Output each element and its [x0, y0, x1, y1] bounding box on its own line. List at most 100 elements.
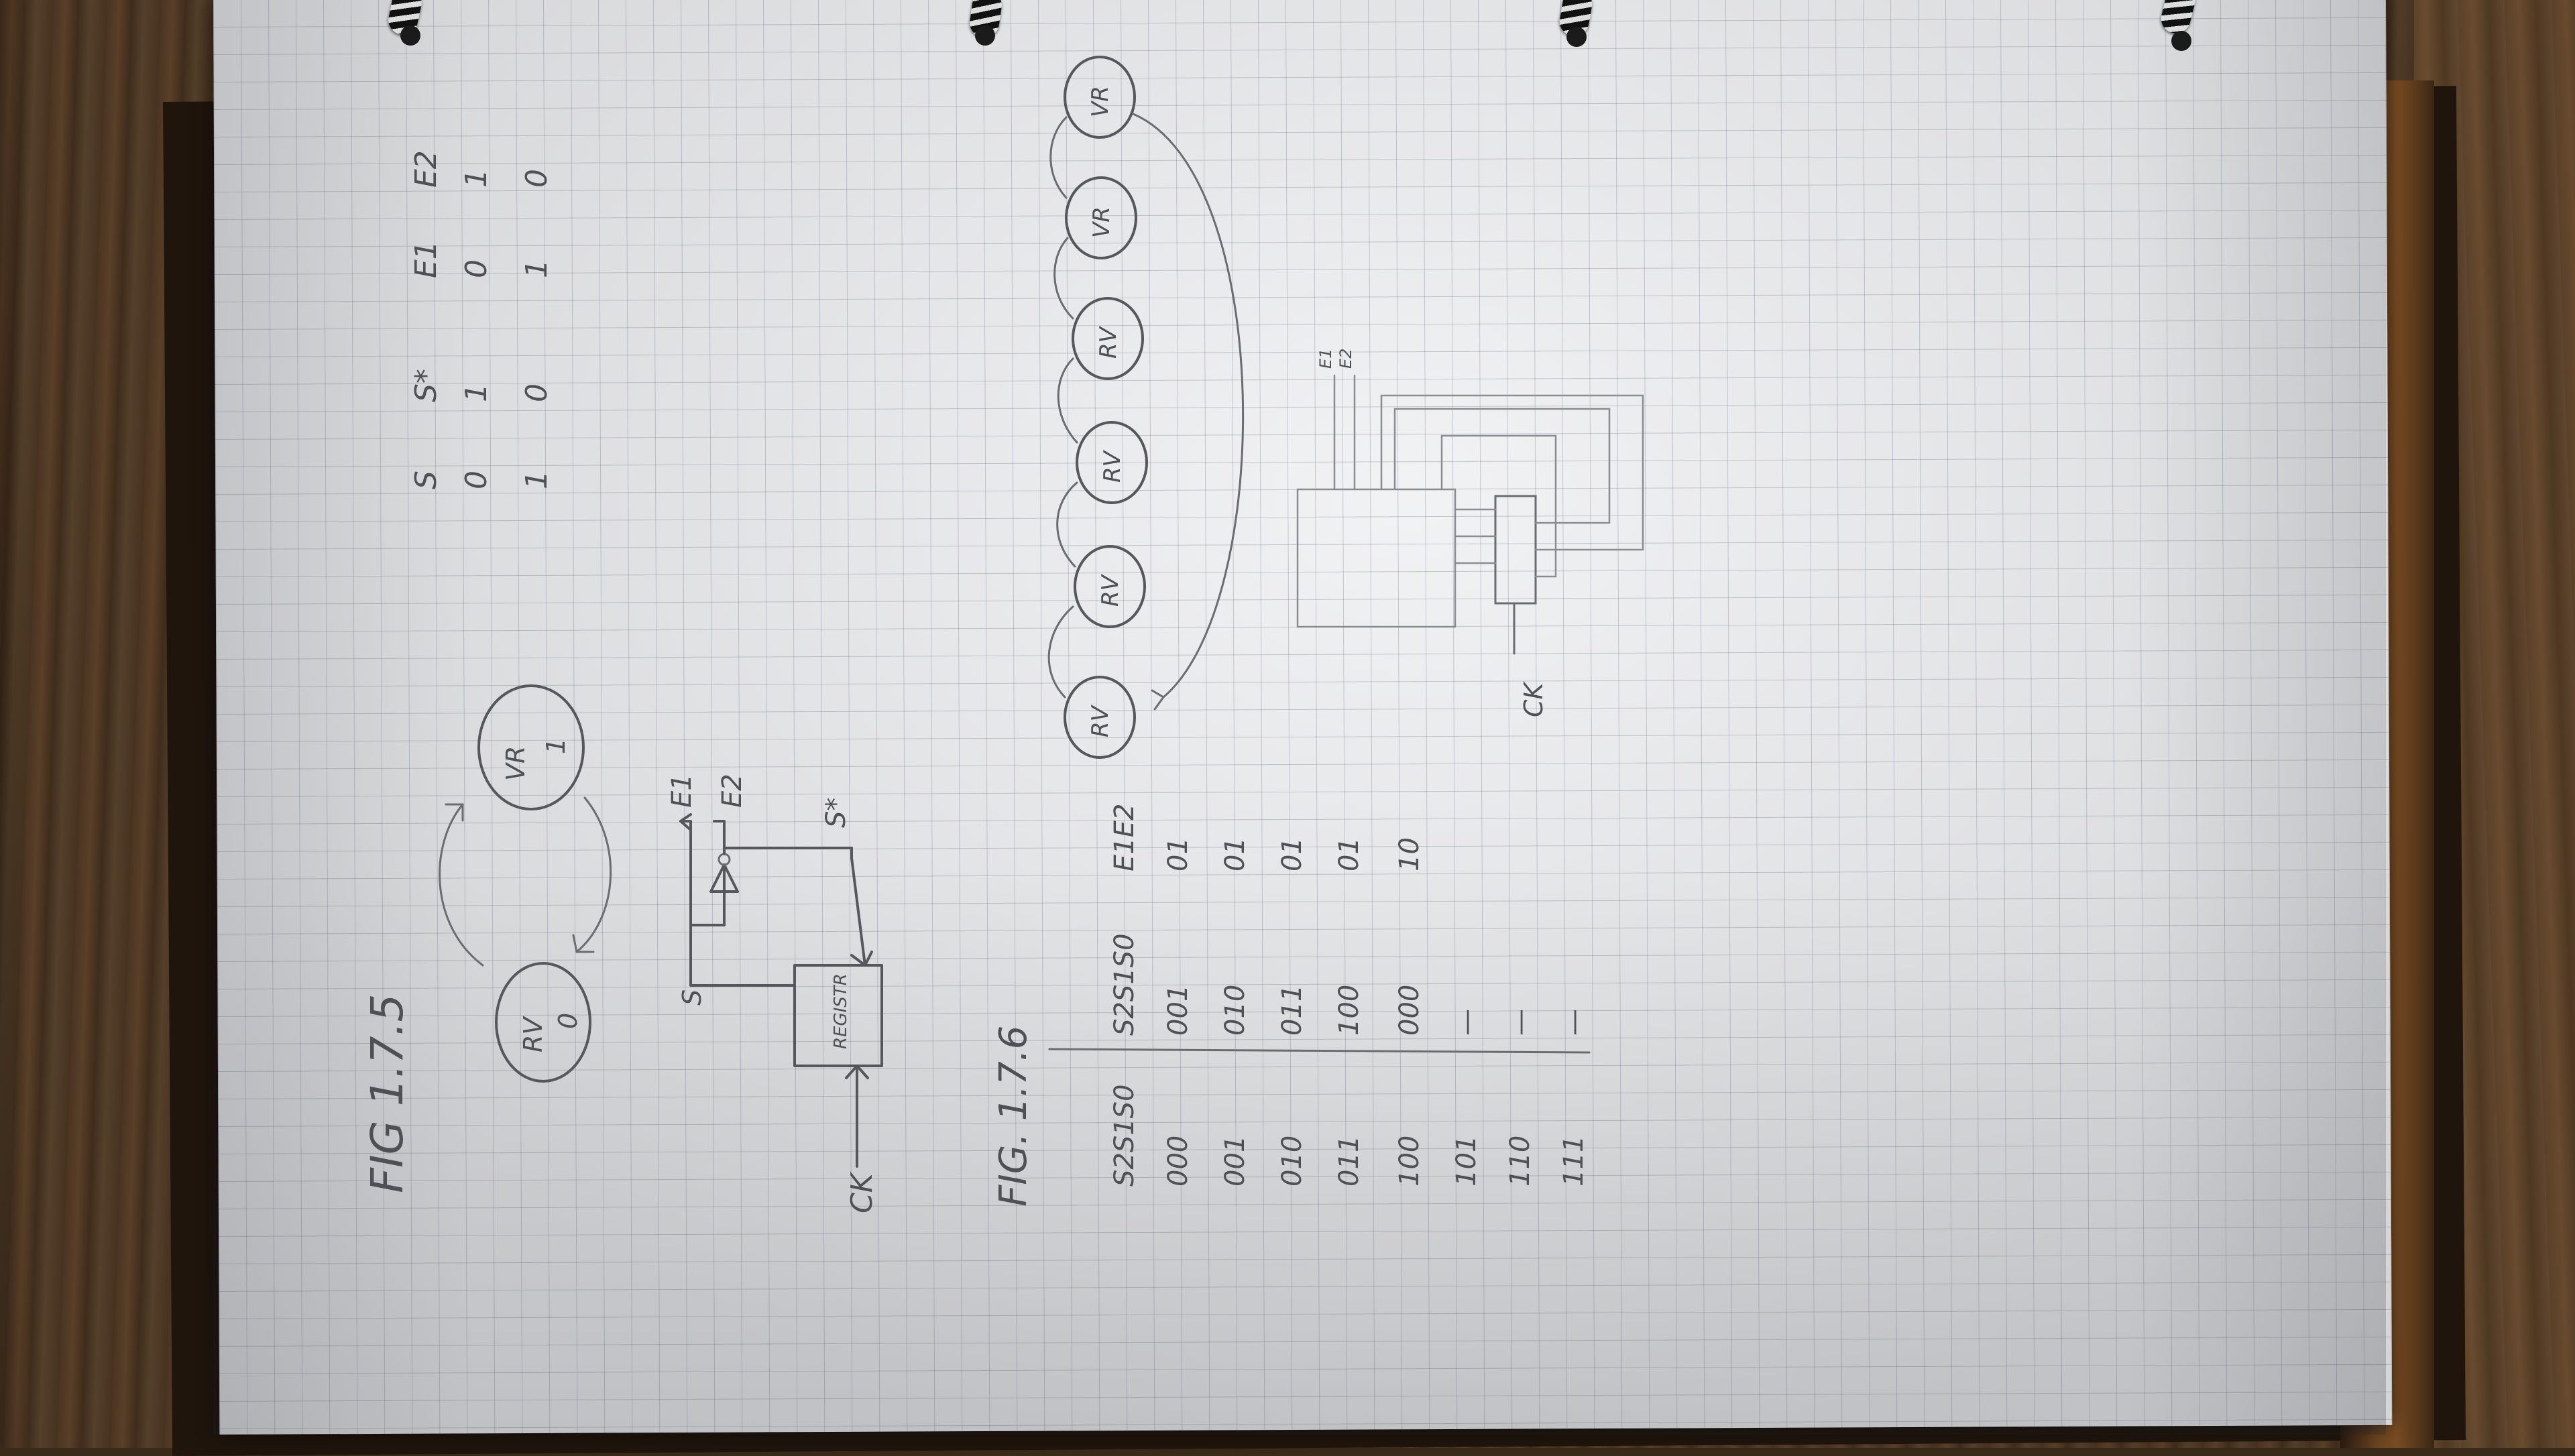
state-line — [679, 820, 796, 987]
transition-rv-to-vr — [439, 803, 484, 967]
inverter-bubble — [718, 853, 731, 866]
state-circle-5 — [1065, 176, 1137, 259]
register-label: REGISTR — [831, 973, 851, 1049]
fig-1-7-5-title: FIG 1.7.5 — [361, 994, 413, 1193]
tt-r2-e1: 1 — [520, 259, 554, 278]
feedback-wire — [1380, 394, 1644, 551]
state-rv-code: 0 — [553, 1013, 583, 1029]
tt2-r3-a: 010 — [1277, 1136, 1308, 1187]
e2-line — [713, 820, 726, 855]
tt2-r4-a: 011 — [1334, 1136, 1365, 1187]
output-e1-label: E1 — [667, 774, 697, 808]
binder-hole — [2171, 31, 2191, 51]
tt-r1-e1: 0 — [459, 259, 494, 278]
tt-r2-e2: 0 — [520, 169, 554, 188]
state-rv-name: RV — [518, 1016, 548, 1052]
tt2-r7-a: 110 — [1505, 1136, 1536, 1187]
binder-hole — [1566, 27, 1587, 47]
state-label-3: RV — [1099, 449, 1126, 483]
tt-r1-s: 0 — [459, 471, 494, 489]
tt-header-e1: E1 — [409, 241, 443, 278]
tt-r2-s: 1 — [520, 471, 554, 489]
tt2-r1-a: 000 — [1163, 1136, 1194, 1187]
feedback-wire — [1440, 434, 1557, 578]
state-vr-name: VR — [501, 746, 530, 781]
clock-input-label: CK — [845, 1171, 879, 1213]
chain-arc — [1049, 116, 1068, 199]
fig-1-7-6-title: FIG. 1.7.6 — [992, 1026, 1035, 1207]
circuit-clock-label: CK — [1519, 680, 1548, 717]
register-block — [1494, 495, 1537, 605]
state-label-6: VR — [1087, 86, 1114, 117]
chain-arc — [1047, 605, 1074, 699]
feedback-line — [723, 847, 866, 967]
logic-block — [1296, 488, 1456, 628]
binder-hole — [400, 25, 420, 46]
output-s-star-label: S* — [821, 798, 852, 828]
inverter-branch — [689, 863, 726, 926]
tt2-r8-b: — — [1558, 1009, 1589, 1036]
tt2-r5-b: 000 — [1394, 985, 1425, 1036]
state-circle-6 — [1064, 56, 1136, 139]
tt-header-s: S — [409, 471, 443, 489]
tt2-header-next: S2S1S0 — [1109, 933, 1140, 1036]
feedback-wire — [1393, 408, 1611, 524]
arrowhead — [850, 951, 873, 967]
arrowhead — [679, 813, 692, 831]
tt2-r7-b: — — [1505, 1009, 1536, 1036]
tt2-vertical-divider — [1048, 1048, 1591, 1054]
tt2-r1-c: 01 — [1163, 837, 1194, 871]
tt-header-s-star: S* — [409, 369, 443, 402]
chain-arc — [1057, 357, 1078, 444]
tt2-r4-c: 01 — [1334, 837, 1365, 871]
tt2-r5-a: 100 — [1394, 1136, 1425, 1187]
state-circle-2 — [1074, 545, 1146, 628]
tt-r2-s-star: 0 — [520, 383, 554, 402]
transition-vr-to-rv — [575, 796, 612, 953]
chain-arc — [1053, 237, 1074, 320]
state-input-label: S — [677, 989, 707, 1006]
tt-r1-e2: 1 — [459, 169, 494, 188]
arrowhead — [1151, 689, 1165, 711]
state-vr-code: 1 — [541, 738, 571, 754]
output-e2-label: E2 — [717, 774, 748, 808]
state-rv-circle — [495, 962, 591, 1083]
fig-1-7-6: FIG. 1.7.6 RV RV RV RV VR VR S2S1S0 S2S1… — [992, 56, 1644, 1207]
state-label-4: RV — [1095, 325, 1122, 359]
fig-1-7-5: FIG 1.7.5 RV 0 VR 1 REGISTR CK S E1 E2 — [361, 150, 883, 1213]
fig-1-7-6-truth-table: S2S1S0 S2S1S0 E1E2 000 001 01 001 010 01… — [1048, 804, 1591, 1187]
tt2-r4-b: 100 — [1334, 985, 1365, 1036]
circuit-output-e1: E1 — [1316, 349, 1335, 369]
fig-1-7-6-circuit: CK E1 E2 — [1296, 349, 1644, 717]
tt2-r1-b: 001 — [1163, 985, 1194, 1036]
tt2-header-current: S2S1S0 — [1109, 1084, 1140, 1187]
arrowhead — [845, 1065, 869, 1079]
fig-1-7-5-truth-table: S S* E1 E2 0 1 0 1 1 0 1 0 — [409, 150, 554, 489]
state-label-2: RV — [1097, 573, 1124, 607]
tt2-r3-b: 011 — [1277, 985, 1308, 1036]
return-arc — [1132, 113, 1245, 699]
register-box — [793, 964, 883, 1067]
tt2-r5-c: 10 — [1394, 837, 1425, 871]
state-label-5: VR — [1088, 206, 1115, 238]
state-circle-3 — [1076, 421, 1148, 504]
state-circle-4 — [1072, 297, 1144, 380]
tt2-r8-a: 111 — [1558, 1136, 1589, 1187]
tt2-header-outputs: E1E2 — [1109, 804, 1140, 871]
circuit-output-e2: E2 — [1336, 349, 1355, 369]
tt-header-e2: E2 — [409, 150, 443, 188]
state-circle-1 — [1064, 676, 1136, 759]
tt2-r3-c: 01 — [1277, 837, 1308, 871]
tt2-r2-a: 001 — [1220, 1136, 1251, 1187]
internal-wire — [1454, 508, 1497, 564]
arrowhead — [445, 803, 464, 822]
state-label-1: RV — [1087, 704, 1114, 737]
binder-hole — [975, 25, 995, 46]
inverter-triangle — [709, 863, 739, 893]
state-vr-circle — [477, 684, 585, 810]
tt-r1-s-star: 1 — [459, 383, 494, 402]
tt2-r6-b: — — [1451, 1009, 1482, 1036]
tt2-r6-a: 101 — [1451, 1136, 1482, 1187]
tt2-r2-c: 01 — [1220, 837, 1251, 871]
